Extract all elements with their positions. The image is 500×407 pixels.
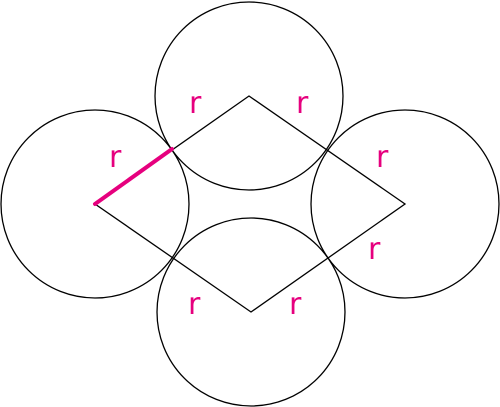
- label-right-upper-r: r: [376, 140, 389, 175]
- circle-right: [310, 109, 500, 299]
- label-bottom-left-r: r: [188, 287, 201, 322]
- circle-left: [0, 109, 190, 299]
- circle-bottom: [156, 217, 346, 407]
- rhombus-of-centers: [93, 95, 407, 313]
- highlighted-radius: [93, 147, 174, 206]
- label-top-left-r: r: [189, 86, 202, 121]
- label-top-right-r: r: [296, 86, 309, 121]
- label-right-lower-r: r: [368, 232, 381, 267]
- label-left-radius-r: r: [109, 140, 122, 175]
- label-bottom-right-r: r: [289, 287, 302, 322]
- circle-top: [154, 1, 344, 191]
